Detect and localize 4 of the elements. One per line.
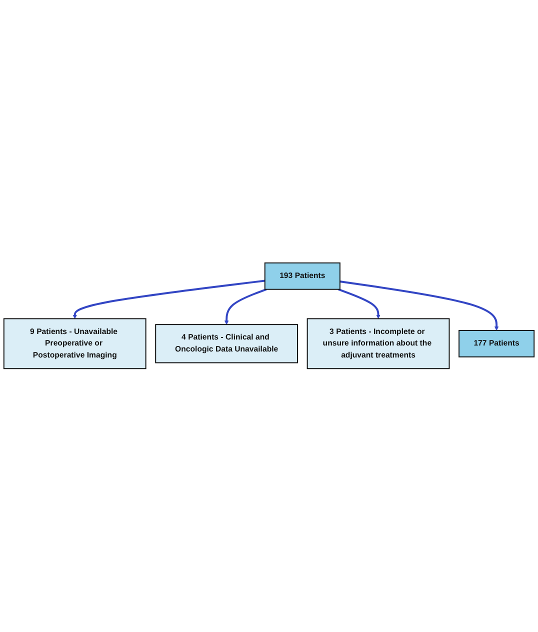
arrow	[224, 288, 267, 325]
arrow	[72, 280, 266, 320]
arrow	[340, 280, 499, 331]
arrow	[338, 288, 380, 320]
